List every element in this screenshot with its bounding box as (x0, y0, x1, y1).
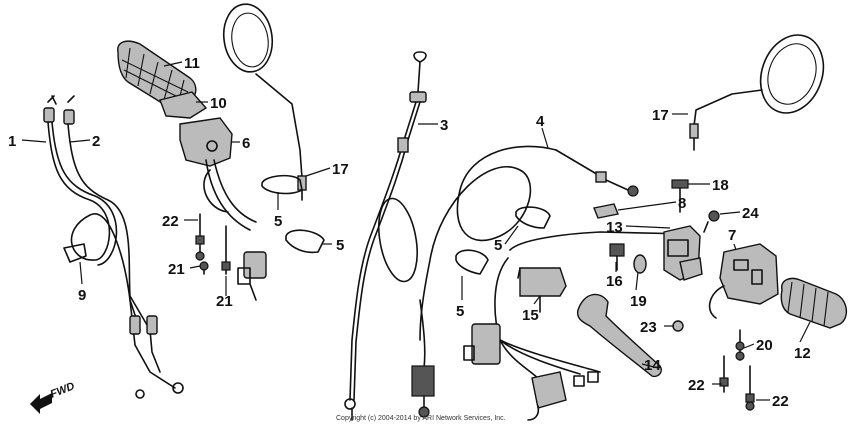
callout-7: 7 (728, 227, 736, 244)
front-brake-lever[interactable] (576, 293, 662, 378)
left-handlebar-switch[interactable] (708, 243, 779, 319)
front-stop-switch[interactable] (517, 267, 567, 313)
callout-20: 20 (756, 337, 773, 354)
callout-17a: 17 (652, 107, 669, 124)
callout-labels: 1 2 3 4 5 5 5 5 6 7 8 9 10 11 12 13 14 1… (8, 55, 811, 410)
copyright-notice: Copyright (c) 2004-2014 by ARI Network S… (336, 415, 506, 422)
cable-band[interactable] (455, 206, 551, 275)
callout-17b: 17 (332, 161, 349, 178)
callout-22b: 22 (688, 377, 705, 394)
right-handlebar-switch[interactable] (179, 117, 267, 301)
callout-6: 6 (242, 135, 250, 152)
callout-13: 13 (606, 219, 623, 236)
callout-11: 11 (184, 55, 200, 72)
screws-right[interactable] (719, 329, 755, 411)
callout-5b: 5 (336, 237, 344, 254)
fwd-label: FWD (49, 380, 77, 401)
callout-9: 9 (78, 287, 86, 304)
wire-harness[interactable] (463, 231, 691, 421)
callout-24: 24 (742, 205, 759, 222)
callout-12: 12 (794, 345, 811, 362)
callout-21b: 21 (216, 293, 233, 310)
callout-15: 15 (522, 307, 539, 324)
forward-direction-indicator: FWD (30, 380, 76, 414)
callout-1: 1 (8, 133, 16, 150)
nut[interactable] (672, 320, 684, 332)
callout-3: 3 (440, 117, 448, 134)
screws-left[interactable] (195, 213, 231, 275)
clutch-cable[interactable] (344, 51, 427, 421)
leader-lines (21, 61, 811, 401)
forward-arrow-icon (30, 393, 52, 414)
callout-5c: 5 (494, 237, 502, 254)
throttle-cables[interactable] (43, 95, 184, 399)
left-grip[interactable] (780, 277, 847, 329)
cable-band[interactable] (261, 174, 325, 254)
pivot-bolt[interactable] (609, 243, 625, 271)
callout-22c: 22 (772, 393, 789, 410)
callout-14: 14 (644, 357, 661, 374)
brake-master-cylinder[interactable] (663, 225, 703, 281)
callout-4: 4 (536, 113, 545, 130)
washer[interactable] (633, 254, 647, 274)
callout-21a: 21 (168, 261, 185, 278)
callout-19: 19 (630, 293, 647, 310)
callout-5a: 5 (274, 213, 282, 230)
choke-cable[interactable] (419, 145, 639, 341)
cable-clip[interactable] (63, 243, 87, 263)
callout-8: 8 (678, 195, 686, 212)
clip-8[interactable] (593, 203, 619, 219)
callout-5d: 5 (456, 303, 464, 320)
screw-24[interactable] (703, 210, 720, 233)
callout-2: 2 (92, 133, 100, 150)
callout-10: 10 (210, 95, 227, 112)
left-mirror[interactable] (220, 1, 307, 201)
right-mirror[interactable] (689, 26, 834, 151)
throttle-housing[interactable] (159, 91, 208, 119)
callout-23: 23 (640, 319, 657, 336)
callout-16: 16 (606, 273, 623, 290)
throttle-grip[interactable] (117, 40, 197, 109)
callout-22a: 22 (162, 213, 179, 230)
callout-18: 18 (712, 177, 729, 194)
clutch-adjuster[interactable] (411, 299, 435, 418)
